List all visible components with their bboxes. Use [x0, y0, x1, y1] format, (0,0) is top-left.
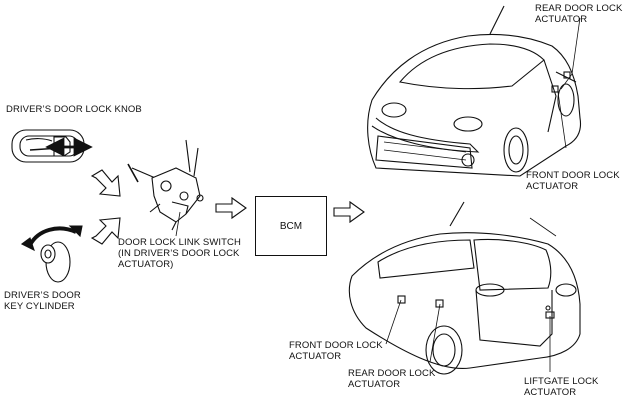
- bcm-label: BCM: [279, 220, 303, 232]
- liftgate-lock-actuator-label: LIFTGATE LOCK ACTUATOR: [524, 376, 599, 398]
- door-lock-link-switch-label: DOOR LOCK LINK SWITCH (IN DRIVER’S DOOR …: [118, 237, 241, 270]
- bcm-box: BCM: [255, 196, 327, 256]
- front-door-lock-actuator-top-label: FRONT DOOR LOCK ACTUATOR: [526, 170, 620, 192]
- door-lock-actuator-icon: [127, 139, 204, 231]
- driver-door-key-cylinder-label: DRIVER’S DOOR KEY CYLINDER: [4, 290, 81, 312]
- driver-door-lock-knob-label: DRIVER’S DOOR LOCK KNOB: [6, 104, 142, 115]
- door-knob-icon: [11, 129, 93, 163]
- rear-door-lock-actuator-top-label: REAR DOOR LOCK ACTUATOR: [535, 3, 623, 25]
- car-rear-view-icon: [348, 201, 581, 375]
- front-door-lock-actuator-bottom-label: FRONT DOOR LOCK ACTUATOR: [289, 340, 383, 362]
- rear-door-lock-actuator-bottom-label: REAR DOOR LOCK ACTUATOR: [348, 368, 436, 390]
- car-front-view-icon: [367, 5, 582, 177]
- key-cylinder-icon: [20, 225, 83, 283]
- flow-arrows: [90, 169, 365, 245]
